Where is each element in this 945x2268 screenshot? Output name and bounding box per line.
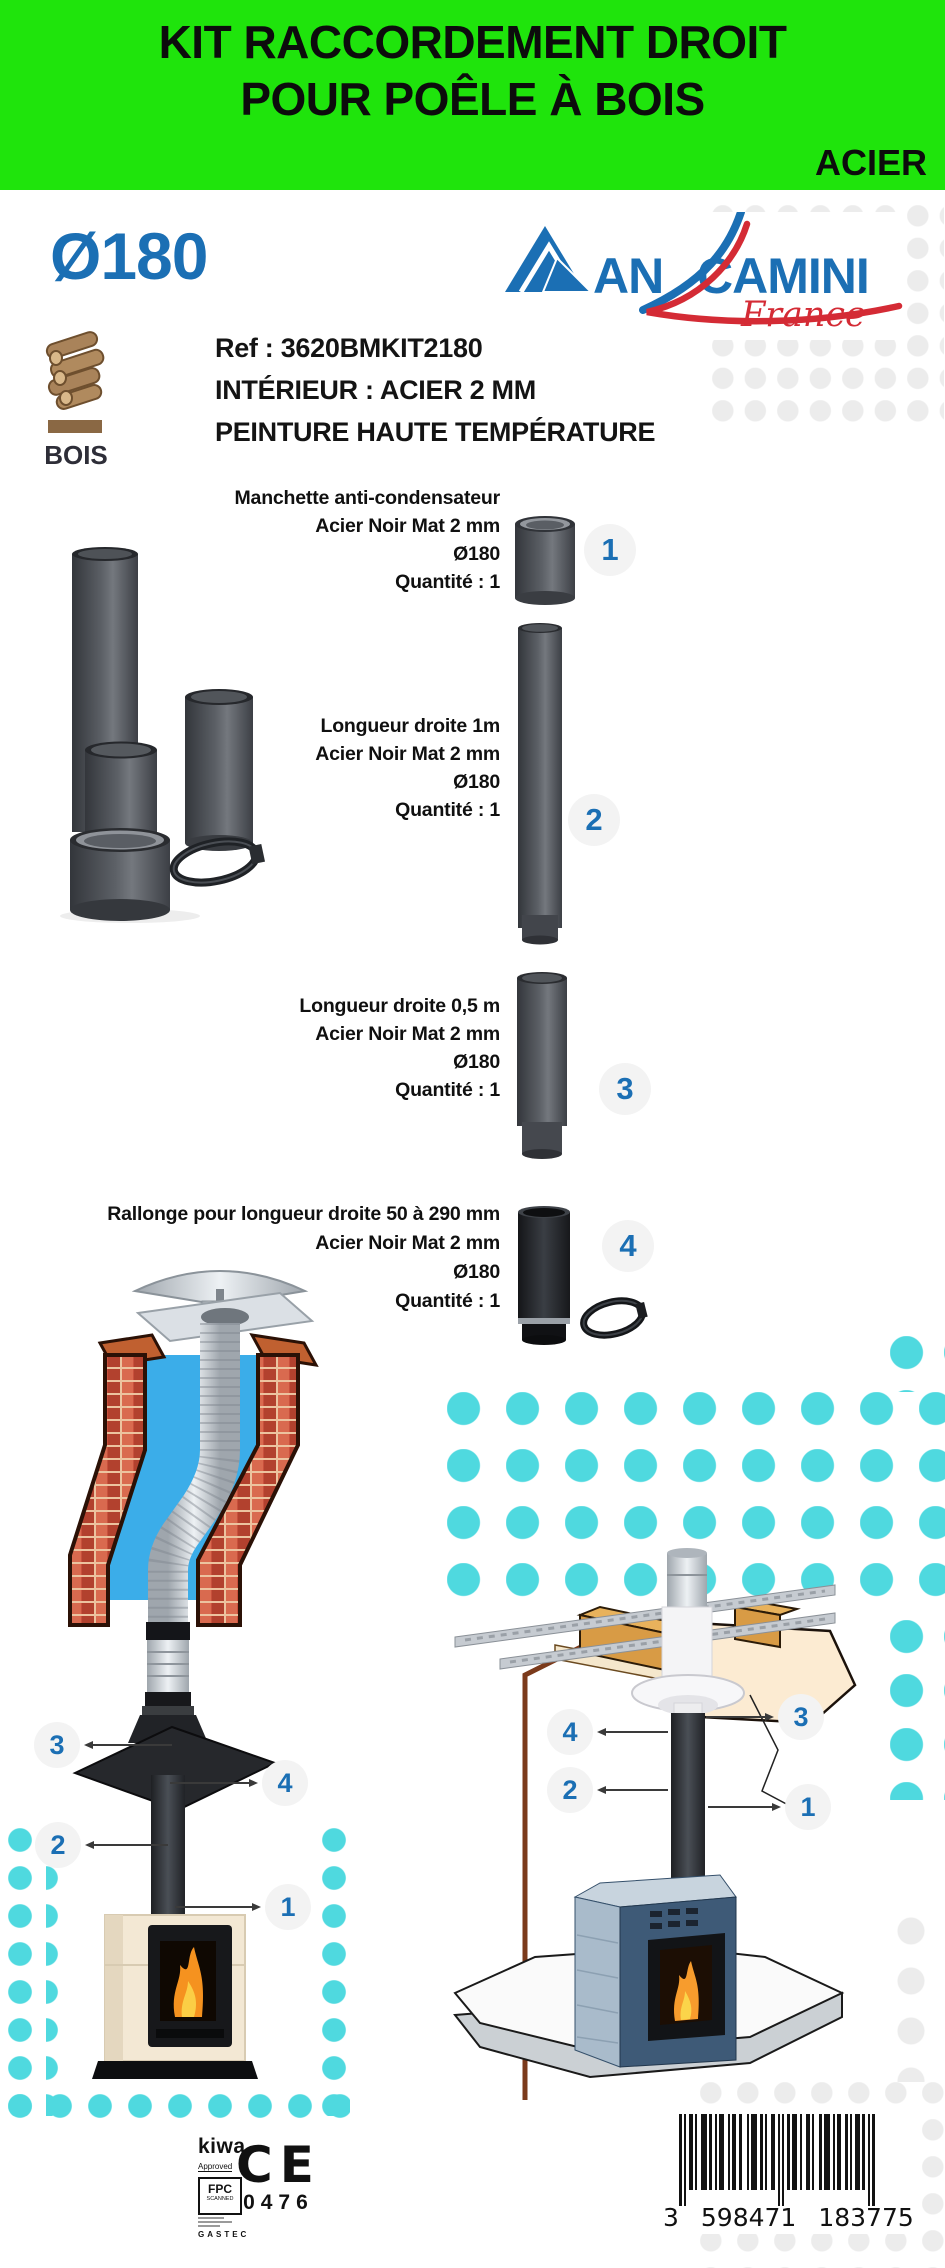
item-1-badge: 1 <box>584 524 636 576</box>
item-3-line2: Acier Noir Mat 2 mm <box>315 1023 500 1045</box>
reference-block: Ref : 3620BMKIT2180 INTÉRIEUR : ACIER 2 … <box>215 327 656 453</box>
item-4-description: Rallonge pour longueur droite 50 à 290 m… <box>88 1200 500 1316</box>
ce-letters: CE <box>236 2136 321 2194</box>
right-callout-1: 1 <box>785 1784 831 1830</box>
barcode: 3 598471 183775 <box>663 2110 915 2234</box>
item-3-badge: 3 <box>599 1063 651 1115</box>
brand-logo: AN CAMINI France <box>495 212 905 340</box>
item-2-line2: Acier Noir Mat 2 mm <box>315 743 500 765</box>
svg-text:France: France <box>740 295 866 335</box>
ce-mark: CE 0476 <box>236 2140 321 2215</box>
teal-frame-bottom <box>8 2094 350 2119</box>
left-callout-2: 2 <box>35 1822 81 1868</box>
item-4-line2: Acier Noir Mat 2 mm <box>315 1232 500 1254</box>
item-4-line4: Quantité : 1 <box>395 1290 500 1312</box>
barcode-digits: 3 598471 183775 <box>663 2203 936 2232</box>
item-1-description: Manchette anti-condensateur Acier Noir M… <box>120 484 501 596</box>
item-3-line3: Ø180 <box>453 1051 500 1073</box>
item-1-line3: Ø180 <box>453 543 500 565</box>
item-4-clamp-photo <box>580 1297 648 1339</box>
kiwa-fineprint-line <box>198 2221 232 2223</box>
kiwa-approved-label: Approved <box>198 2162 233 2172</box>
item-2-pipe-photo <box>518 623 562 945</box>
item-4-badge: 4 <box>602 1220 654 1272</box>
svg-text:CAMINI: CAMINI <box>697 248 869 304</box>
diameter-title: Ø180 <box>50 219 208 293</box>
wood-logs-icon <box>45 331 105 433</box>
fpc-scanned-box: FPC SCANNED <box>198 2177 242 2215</box>
ref-interior: INTÉRIEUR : ACIER 2 MM <box>215 375 536 405</box>
item-2-line4: Quantité : 1 <box>395 799 500 821</box>
gastec-label: GASTEC <box>198 2230 250 2239</box>
right-callout-2: 2 <box>547 1767 593 1813</box>
chimney-liner-diagram <box>68 1270 319 2079</box>
kiwa-logo: kiwa <box>198 2135 246 2158</box>
right-callout-3: 3 <box>778 1694 824 1740</box>
barcode-group-2: 183775 <box>818 2203 914 2232</box>
item-2-description: Longueur droite 1m Acier Noir Mat 2 mm Ø… <box>120 712 500 824</box>
left-callout-1: 1 <box>265 1884 311 1930</box>
item-2-line3: Ø180 <box>453 771 500 793</box>
left-callout-3: 3 <box>34 1722 80 1768</box>
title-line1: KIT RACCORDEMENT DROIT <box>158 16 787 68</box>
item-1-sleeve-photo <box>515 516 575 605</box>
item-4-line1: Rallonge pour longueur droite 50 à 290 m… <box>107 1203 500 1225</box>
kiwa-fineprint-line <box>198 2217 224 2219</box>
item-4-pipe-photo <box>518 1206 570 1345</box>
material-label: ACIER <box>814 142 927 183</box>
fpc-label: FPC <box>208 2182 232 2196</box>
svg-text:AN: AN <box>593 248 663 304</box>
barcode-digit-prefix: 3 <box>663 2203 679 2232</box>
item-3-line4: Quantité : 1 <box>395 1079 500 1101</box>
item-2-badge: 2 <box>568 794 620 846</box>
item-1-line2: Acier Noir Mat 2 mm <box>315 515 500 537</box>
title-line2: POUR POÊLE À BOIS <box>240 73 705 125</box>
page-title: KIT RACCORDEMENT DROIT POUR POÊLE À BOIS <box>0 0 945 128</box>
item-3-pipe-photo <box>517 972 567 1159</box>
item-3-line1: Longueur droite 0,5 m <box>299 995 500 1017</box>
item-1-line1: Manchette anti-condensateur <box>234 487 501 509</box>
barcode-bars <box>679 2114 875 2208</box>
fuel-label: BOIS <box>44 440 108 470</box>
barcode-group-1: 598471 <box>700 2203 797 2232</box>
left-callout-4: 4 <box>262 1760 308 1806</box>
kiwa-fineprint-line <box>198 2225 220 2227</box>
item-1-line4: Quantité : 1 <box>395 571 500 593</box>
kiwa-certification: kiwa Approved FPC SCANNED GASTEC <box>198 2135 308 2239</box>
teal-dot-column-top <box>890 1336 945 1392</box>
callout-leader-lines <box>84 1713 781 1911</box>
pipes-group-photo <box>60 547 266 923</box>
ce-number: 0476 <box>243 2191 314 2214</box>
item-4-line3: Ø180 <box>453 1261 500 1283</box>
item-2-line1: Longueur droite 1m <box>320 715 501 737</box>
scanned-label: SCANNED <box>206 2196 234 2202</box>
ref-number: Ref : 3620BMKIT2180 <box>215 333 483 363</box>
ancamini-logo-icon: AN CAMINI France <box>505 212 903 335</box>
header-banner: KIT RACCORDEMENT DROIT POUR POÊLE À BOIS… <box>0 0 945 190</box>
ref-paint: PEINTURE HAUTE TEMPÉRATURE <box>215 417 656 447</box>
right-callout-4: 4 <box>547 1709 593 1755</box>
item-3-description: Longueur droite 0,5 m Acier Noir Mat 2 m… <box>120 992 500 1104</box>
